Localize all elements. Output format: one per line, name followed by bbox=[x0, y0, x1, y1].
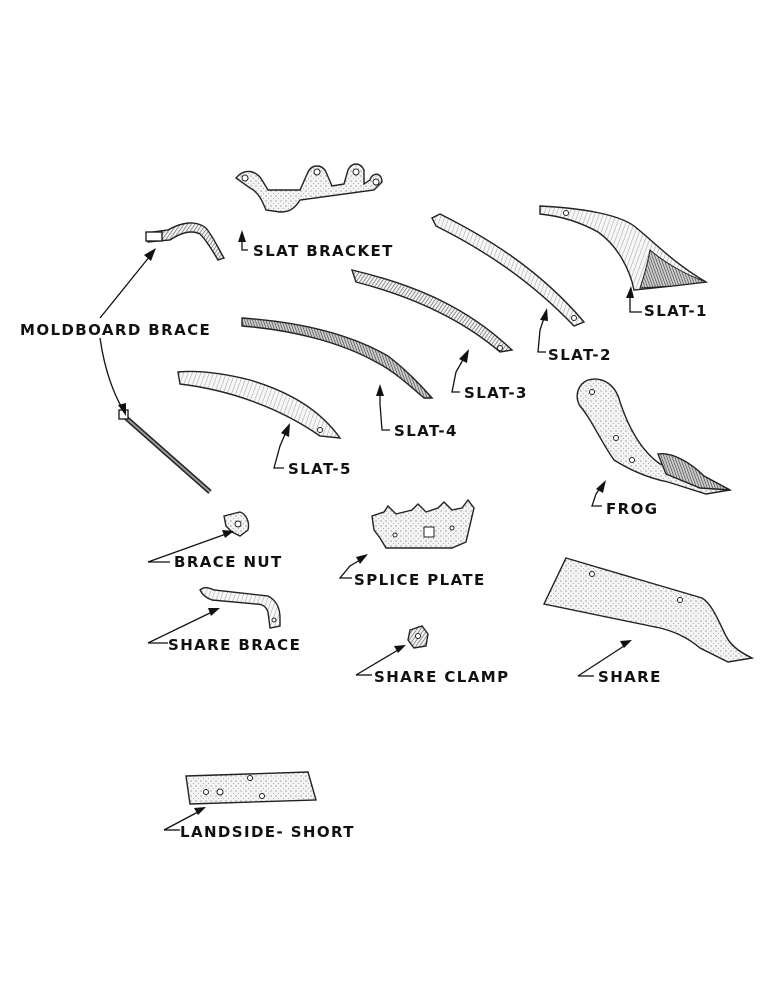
slat-1-leader bbox=[626, 286, 642, 313]
frog-leader bbox=[591, 480, 606, 507]
slat-3-leader bbox=[451, 349, 469, 393]
share-clamp-part bbox=[407, 625, 429, 649]
slat-4-leader bbox=[376, 384, 390, 431]
landside-short-leader bbox=[163, 807, 206, 831]
slat-5-label: SLAT-5 bbox=[288, 460, 352, 478]
landside-short-label: LANDSIDE- SHORT bbox=[180, 823, 355, 841]
slat-1-part bbox=[539, 205, 709, 291]
landside-short-part bbox=[185, 771, 317, 805]
slat-bracket-leader bbox=[238, 230, 248, 251]
share-part bbox=[542, 557, 755, 663]
share-brace-leader bbox=[147, 608, 220, 644]
slat-bracket-part bbox=[234, 163, 383, 213]
slat-5-leader bbox=[273, 423, 290, 469]
share-clamp-leader bbox=[355, 645, 406, 676]
brace-nut-part bbox=[223, 511, 250, 537]
brace-nut-label: BRACE NUT bbox=[174, 553, 283, 571]
share-brace-label: SHARE BRACE bbox=[168, 636, 301, 654]
splice-plate-part bbox=[371, 498, 475, 549]
slat-2-part bbox=[431, 213, 586, 327]
frog-label: FROG bbox=[606, 500, 658, 518]
share-clamp-label: SHARE CLAMP bbox=[374, 668, 509, 686]
moldboard-brace-part bbox=[145, 222, 226, 261]
share-leader bbox=[577, 640, 632, 677]
moldboard-brace-label: MOLDBOARD BRACE bbox=[20, 321, 211, 339]
frog-part bbox=[576, 378, 733, 495]
slat-2-leader bbox=[537, 308, 548, 353]
slat-3-label: SLAT-3 bbox=[464, 384, 528, 402]
slat-3-part bbox=[350, 269, 514, 353]
splice-plate-label: SPLICE PLATE bbox=[354, 571, 486, 589]
moldboard-brace-leaders bbox=[99, 248, 156, 416]
moldboard-brace-rod bbox=[118, 409, 212, 494]
share-label: SHARE bbox=[598, 668, 662, 686]
slat-bracket-label: SLAT BRACKET bbox=[253, 242, 394, 260]
slat-1-label: SLAT-1 bbox=[644, 302, 708, 320]
share-brace-part bbox=[199, 587, 281, 629]
splice-plate-leader bbox=[338, 554, 368, 579]
slat-4-part bbox=[241, 317, 434, 399]
slat-4-label: SLAT-4 bbox=[394, 422, 458, 440]
slat-2-label: SLAT-2 bbox=[548, 346, 612, 364]
slat-5-part bbox=[177, 370, 342, 439]
brace-nut-leader bbox=[147, 530, 234, 563]
